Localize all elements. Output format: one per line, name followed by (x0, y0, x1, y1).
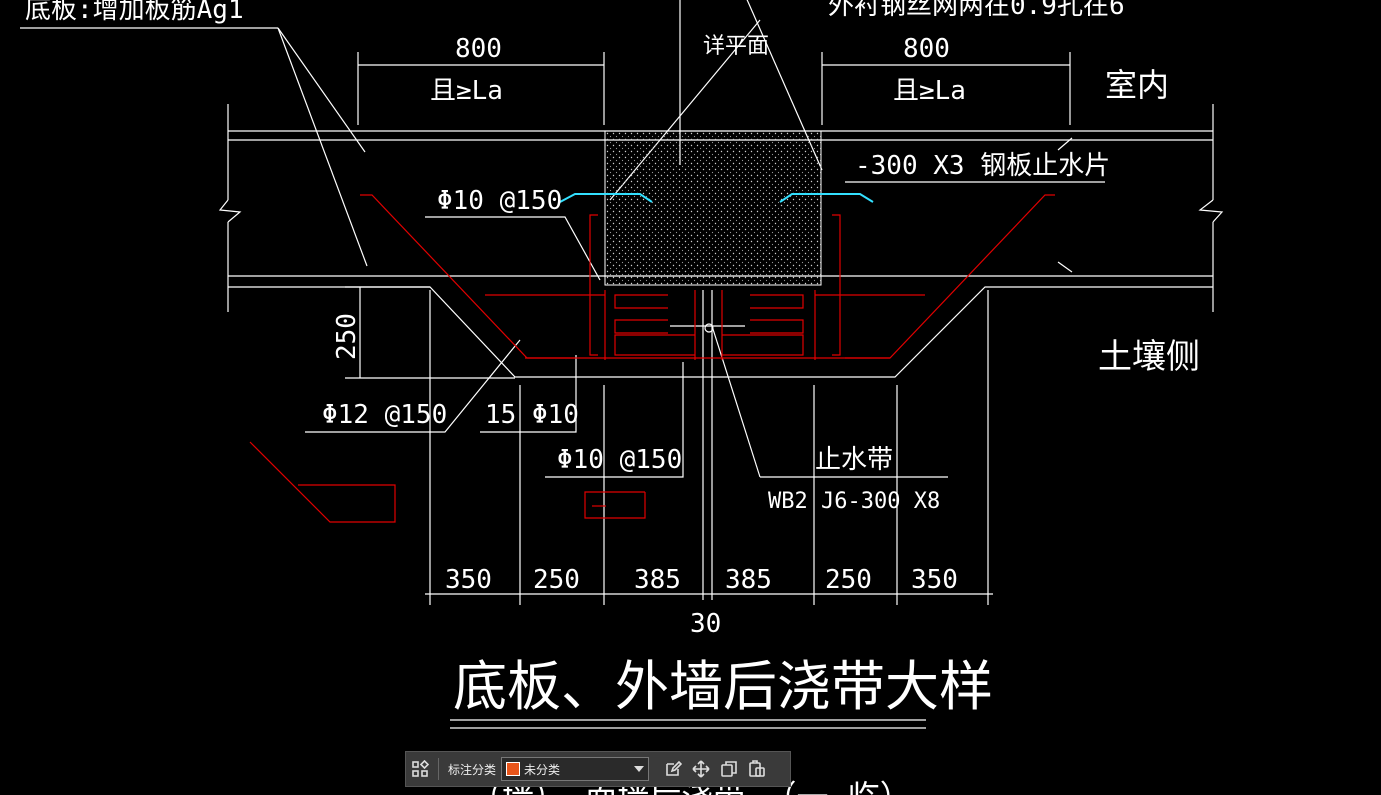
paste-icon[interactable] (743, 755, 771, 783)
dim-30: 30 (690, 609, 721, 639)
category-value: 未分类 (524, 762, 561, 777)
dim-bottom-4: 385 (725, 565, 772, 595)
label-la-left: 且≥La (430, 76, 503, 106)
annotation-toolbar: 标注分类 未分类 (405, 751, 791, 787)
slab-outline (20, 0, 1224, 729)
dim-250-vertical: 250 (332, 313, 362, 360)
label-15phi10: 15 Φ10 (485, 400, 579, 430)
label-phi10-bottom: Φ10 @150 (557, 445, 682, 475)
category-color-swatch (506, 762, 521, 776)
chevron-down-icon (634, 766, 645, 772)
copy-icon[interactable] (715, 755, 743, 783)
dim-bottom-5: 250 (825, 565, 872, 595)
label-top-right: 外衬钢丝网两在0.9孔在6 (828, 0, 1125, 21)
dim-bottom-1: 350 (445, 565, 492, 595)
category-label: 标注分类 (448, 762, 497, 777)
steel-waterstop-plates (559, 193, 874, 203)
rebar-group (249, 194, 1055, 523)
dim-800-right: 800 (903, 34, 950, 64)
label-rebar-top: Φ10 @150 (437, 186, 562, 216)
label-waterstop-spec: WB2 J6-300 X8 (768, 489, 940, 514)
edit-icon[interactable] (659, 755, 687, 783)
label-steel-plate: -300 X3 钢板止水片 (855, 151, 1110, 181)
label-see-plan: 详平面 (703, 34, 769, 59)
grid-apps-icon[interactable] (406, 755, 434, 783)
dim-800-left: 800 (455, 34, 502, 64)
dim-bottom-2: 250 (533, 565, 580, 595)
toolbar-divider (438, 758, 439, 780)
dim-bottom-6: 350 (911, 565, 958, 595)
label-phi12: Φ12 @150 (322, 400, 447, 430)
label-indoor: 室内 (1105, 66, 1169, 104)
label-waterstop: 止水带 (815, 445, 893, 475)
drawing-title: 底板、外墙后浇带大样 (453, 655, 993, 718)
label-soil-side: 土壤侧 (1098, 337, 1200, 377)
category-select[interactable]: 未分类 (501, 757, 650, 781)
move-icon[interactable] (687, 755, 715, 783)
post-cast-strip (604, 130, 822, 286)
dim-bottom-3: 385 (634, 565, 681, 595)
label-la-right: 且≥La (893, 76, 966, 106)
label-top-left: 底板:增加板筋Ag1 (25, 0, 244, 25)
